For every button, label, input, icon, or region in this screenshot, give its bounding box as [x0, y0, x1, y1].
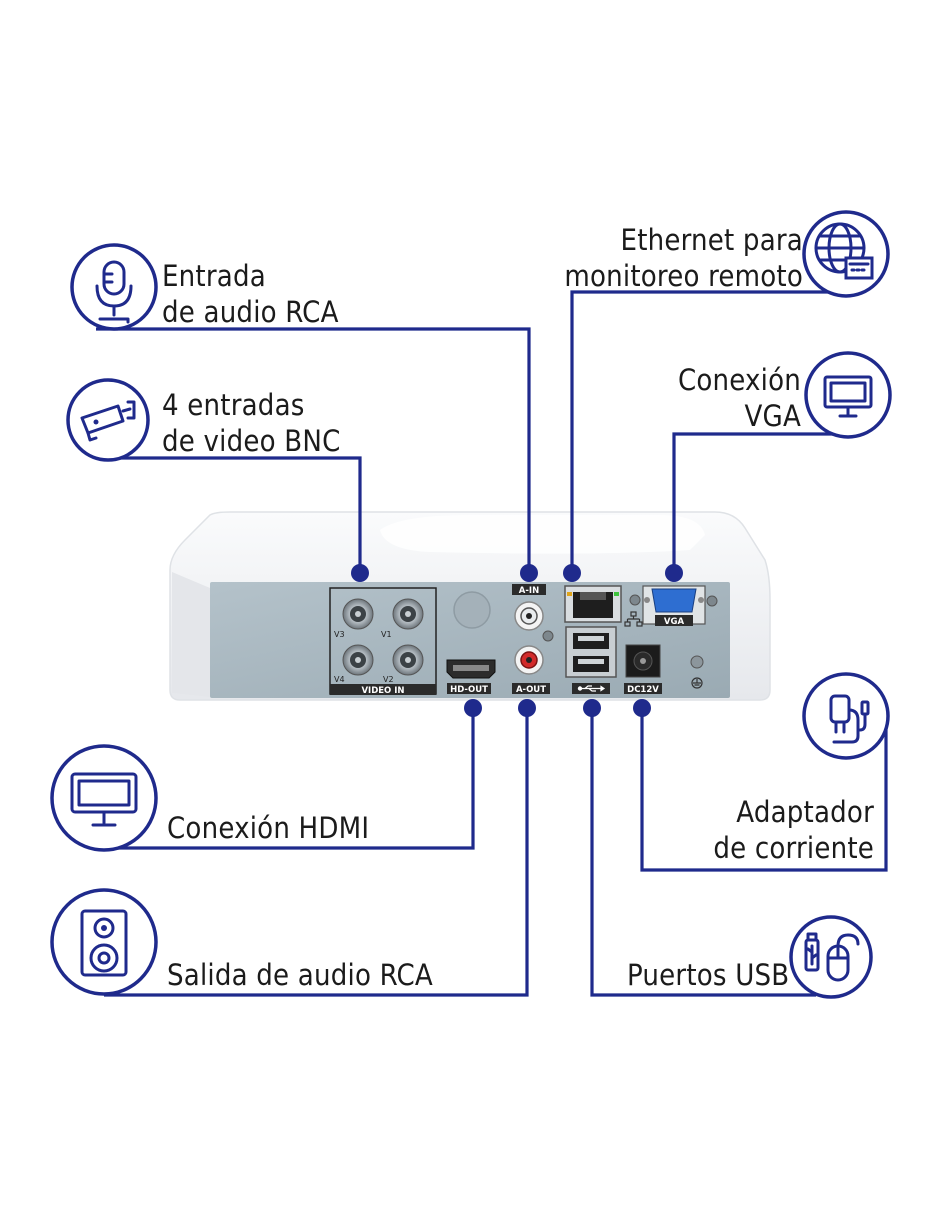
bnc-connector-v1 — [392, 598, 424, 630]
usb-ports — [565, 626, 617, 694]
callout-audio-in-line1: Entrada — [162, 259, 266, 293]
network-symbol-icon — [624, 611, 643, 627]
label-vga: VGA — [664, 617, 685, 627]
label-hd-out: HD-OUT — [450, 685, 488, 695]
label-v1: V1 — [381, 630, 392, 639]
line-audio-in — [96, 327, 531, 573]
security-camera-icon — [66, 378, 150, 462]
ground-screw — [690, 655, 704, 669]
dot-usb — [583, 699, 601, 717]
dot-audio-in — [520, 564, 538, 582]
vga-port: VGA — [642, 585, 706, 627]
monitor-icon — [50, 744, 158, 852]
callout-ethernet-line2: monitoreo remoto — [564, 259, 803, 293]
line-vga — [672, 432, 845, 573]
callout-power-line1: Adaptador — [736, 795, 874, 829]
label-v2: V2 — [383, 675, 394, 684]
dot-audio-out — [518, 699, 536, 717]
panel-screw — [706, 595, 718, 607]
bnc-connector-v2 — [392, 644, 424, 676]
usb-mouse-icon — [789, 915, 873, 999]
globe-network-icon — [802, 210, 890, 298]
callout-power-label: Adaptador de corriente — [713, 794, 874, 866]
callout-audio-out-label: Salida de audio RCA — [167, 957, 433, 993]
callout-hdmi-line1: Conexión HDMI — [167, 811, 370, 845]
panel-screw — [542, 630, 554, 642]
callout-audio-in-line2: de audio RCA — [162, 295, 339, 329]
label-dc12v: DC12V — [627, 685, 659, 695]
dvr-side-face — [172, 572, 210, 697]
usb-symbol-icon — [577, 685, 606, 692]
dot-ethernet — [563, 564, 581, 582]
callout-audio-out-line1: Salida de audio RCA — [167, 958, 433, 992]
label-video-in: VIDEO IN — [361, 686, 404, 696]
callout-usb-line1: Puertos USB — [627, 958, 790, 992]
dc-power-jack: DC12V — [624, 644, 662, 695]
panel-screw — [629, 594, 641, 606]
callout-usb-label: Puertos USB — [627, 957, 789, 993]
callout-vga-line1: Conexión — [677, 363, 801, 397]
callout-vga-label: Conexión VGA — [678, 362, 801, 434]
callout-audio-in-label: Entrada de audio RCA — [162, 258, 339, 330]
line-hdmi — [104, 708, 475, 850]
callout-dots — [351, 564, 683, 717]
dot-bnc — [351, 564, 369, 582]
callout-bnc-line1: 4 entradas — [162, 388, 305, 422]
callout-vga-line2: VGA — [744, 399, 801, 433]
label-v3: V3 — [334, 630, 345, 639]
line-usb — [590, 708, 816, 997]
rca-audio-out: A-OUT — [512, 645, 550, 695]
ground-symbol-icon — [691, 677, 703, 689]
callout-hdmi-label: Conexión HDMI — [167, 810, 369, 846]
callout-lines — [96, 290, 888, 997]
callout-power-line2: de corriente — [713, 831, 874, 865]
rca-audio-in: A-IN — [512, 584, 546, 631]
callout-bnc-line2: de video BNC — [162, 424, 341, 458]
power-adapter-icon — [802, 672, 890, 760]
line-audio-out — [104, 708, 529, 997]
bnc-connector-v3 — [342, 598, 374, 630]
panel-knockout — [453, 591, 491, 629]
monitor-icon — [804, 351, 892, 439]
label-a-out: A-OUT — [516, 685, 546, 695]
label-v4: V4 — [334, 675, 345, 684]
callout-ethernet-line1: Ethernet para — [620, 223, 803, 257]
microphone-icon — [70, 243, 158, 331]
dot-hdmi — [464, 699, 482, 717]
line-bnc — [96, 456, 362, 573]
dot-vga — [665, 564, 683, 582]
dvr-device: V3 V1 V4 V2 VIDEO IN HD-OUT A-IN — [169, 511, 771, 701]
callout-ethernet-label: Ethernet para monitoreo remoto — [564, 222, 803, 294]
line-ethernet — [570, 290, 845, 573]
hdmi-port: HD-OUT — [446, 659, 496, 695]
callout-bnc-label: 4 entradas de video BNC — [162, 387, 341, 459]
speaker-icon — [50, 888, 158, 996]
line-power — [640, 708, 888, 872]
ethernet-port — [564, 585, 643, 627]
label-a-in: A-IN — [519, 586, 539, 596]
dvr-top-pad — [380, 515, 705, 554]
video-in-block: V3 V1 V4 V2 VIDEO IN — [329, 587, 437, 696]
dot-power — [633, 699, 651, 717]
bnc-connector-v4 — [342, 644, 374, 676]
